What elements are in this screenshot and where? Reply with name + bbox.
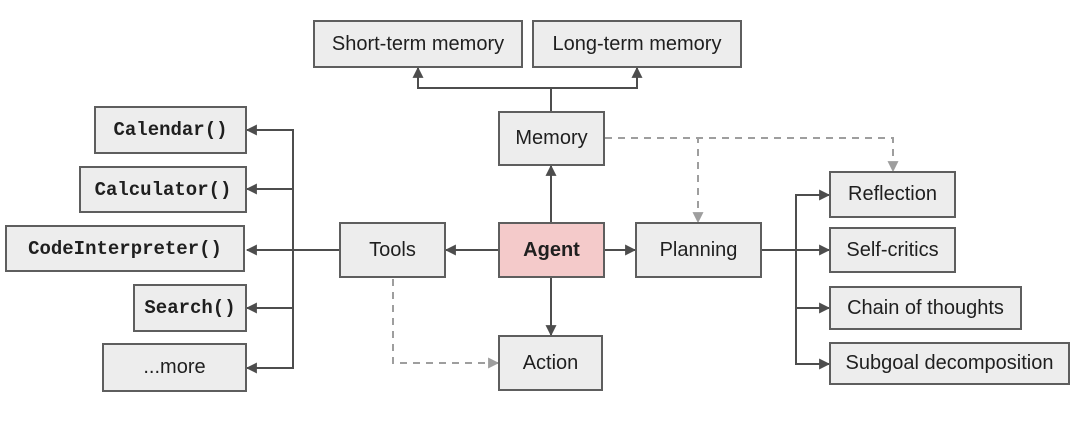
edge-planning-to-subgoal: [795, 308, 831, 370]
node-short-term-memory-label: Short-term memory: [331, 32, 505, 55]
edge-planning-to-chain: [762, 249, 831, 314]
node-code-interpreter: CodeInterpreter(): [5, 225, 245, 272]
edge-tools-to-more: [245, 249, 339, 374]
edge-memory-to-short-term: [412, 66, 552, 111]
node-more-label: ...more: [143, 356, 206, 378]
node-reflection-label: Reflection: [848, 183, 937, 205]
node-agent: Agent: [498, 222, 605, 278]
node-calculator: Calculator(): [79, 166, 247, 213]
node-calculator-label: Calculator(): [94, 178, 232, 201]
node-subgoal-decomposition-label: Subgoal decomposition: [845, 352, 1054, 374]
node-memory-label: Memory: [515, 127, 588, 149]
node-tools: Tools: [339, 222, 446, 278]
node-memory: Memory: [498, 111, 605, 166]
node-short-term-memory: Short-term memory: [313, 20, 523, 68]
node-search: Search(): [133, 284, 247, 332]
node-tools-label: Tools: [369, 238, 416, 261]
node-planning: Planning: [635, 222, 762, 278]
node-long-term-memory-label: Long-term memory: [552, 32, 722, 55]
edge-planning-to-reflection: [762, 189, 831, 251]
edge-memory-to-planning-dashed: [605, 137, 704, 224]
edge-tools-to-action-dashed: [392, 279, 500, 369]
node-self-critics: Self-critics: [829, 227, 956, 273]
node-self-critics-label: Self-critics: [846, 238, 939, 261]
node-long-term-memory: Long-term memory: [532, 20, 742, 68]
node-chain-of-thoughts: Chain of thoughts: [829, 286, 1022, 330]
node-calendar: Calendar(): [94, 106, 247, 154]
edge-memory-to-reflection-dashed: [605, 137, 899, 173]
node-planning-label: Planning: [659, 238, 738, 261]
node-chain-of-thoughts-label: Chain of thoughts: [847, 296, 1004, 319]
node-calendar-label: Calendar(): [113, 119, 228, 141]
node-agent-label: Agent: [523, 238, 580, 261]
node-action: Action: [498, 335, 603, 391]
node-action-label: Action: [522, 351, 579, 374]
node-code-interpreter-label: CodeInterpreter(): [28, 237, 222, 260]
node-reflection: Reflection: [829, 171, 956, 218]
node-subgoal-decomposition: Subgoal decomposition: [829, 342, 1070, 385]
edge-memory-to-long-term: [550, 66, 643, 111]
node-search-label: Search(): [144, 297, 236, 319]
node-more: ...more: [102, 343, 247, 392]
